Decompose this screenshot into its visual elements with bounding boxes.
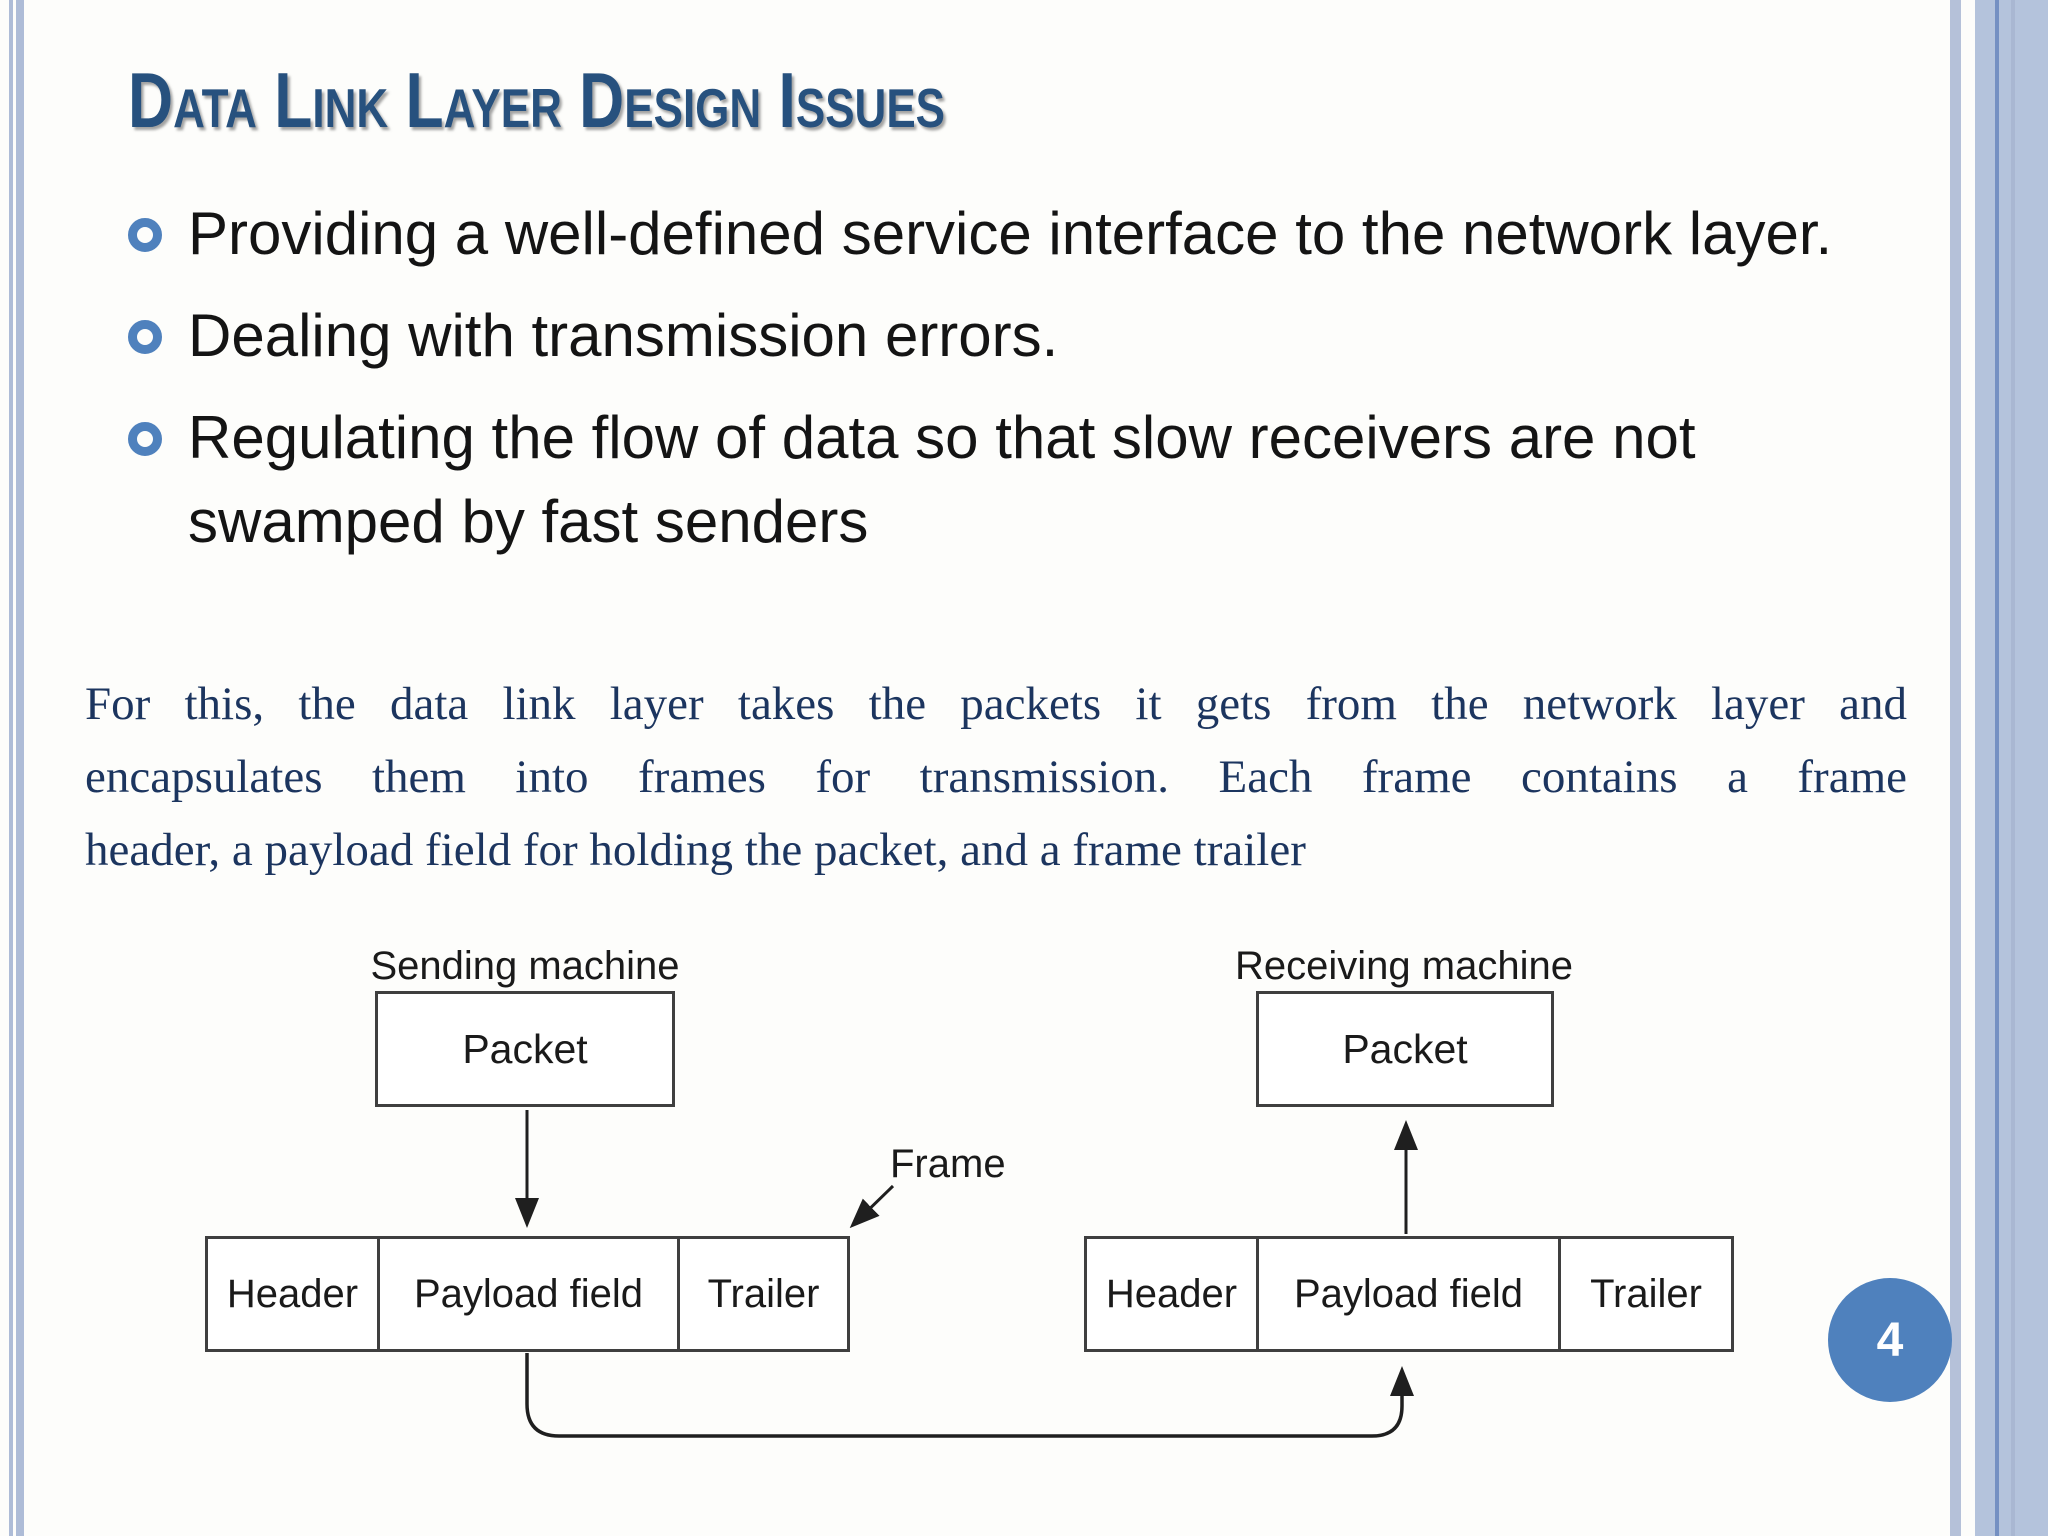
ring-bullet-icon: [128, 218, 162, 252]
ring-bullet-icon: [128, 422, 162, 456]
paragraph-line: header, a payload field for holding the …: [85, 824, 1306, 876]
page-title: Data Link Layer Design Issues: [128, 56, 946, 144]
packet-label: Packet: [1342, 1025, 1468, 1072]
bullet-text: Regulating the flow of data so that slow…: [188, 404, 1696, 555]
bullet-list: Providing a well-defined service interfa…: [128, 192, 1890, 582]
receiving-packet-box: Packet: [1256, 991, 1554, 1107]
right-border-band: [1975, 0, 2048, 1536]
paragraph-line: encapsulates them into frames for transm…: [85, 751, 1907, 803]
page-number: 4: [1876, 1313, 1904, 1367]
body-paragraph: For this, the data link layer takes the …: [85, 668, 1907, 887]
receiving-frame-row: Header Payload field Trailer: [1084, 1236, 1734, 1352]
ring-bullet-icon: [128, 320, 162, 354]
paragraph-line: For this, the data link layer takes the …: [85, 678, 1907, 730]
curved-transfer-arrow: [525, 1353, 1414, 1438]
list-item: Providing a well-defined service interfa…: [128, 192, 1890, 276]
right-border-stripe-thin: [1950, 0, 1961, 1536]
sending-machine-label: Sending machine: [370, 944, 680, 988]
payload-cell: Payload field: [377, 1236, 680, 1352]
right-band-subtle-line: [2011, 0, 2015, 1536]
left-border-stripe-thin: [9, 0, 13, 1536]
payload-label: Payload field: [413, 1271, 644, 1316]
frame-pointer-arrow: [849, 1184, 895, 1229]
header-cell: Header: [1084, 1236, 1259, 1352]
packet-label: Packet: [462, 1025, 588, 1072]
trailer-label: Trailer: [707, 1271, 820, 1316]
frame-label: Frame: [890, 1142, 1006, 1186]
receiving-machine-label: Receiving machine: [1235, 944, 1573, 988]
left-border-stripe-thick: [16, 0, 24, 1536]
payload-cell: Payload field: [1256, 1236, 1561, 1352]
list-item: Regulating the flow of data so that slow…: [128, 396, 1890, 564]
header-label: Header: [1105, 1271, 1238, 1316]
trailer-label: Trailer: [1590, 1271, 1702, 1316]
bullet-text: Providing a well-defined service interfa…: [188, 200, 1833, 267]
right-band-dark-line: [1995, 0, 1999, 1536]
header-cell: Header: [205, 1236, 380, 1352]
page-number-badge: 4: [1828, 1278, 1952, 1402]
trailer-cell: Trailer: [677, 1236, 850, 1352]
sending-frame-row: Header Payload field Trailer: [205, 1236, 850, 1352]
bullet-text: Dealing with transmission errors.: [188, 302, 1059, 369]
trailer-cell: Trailer: [1558, 1236, 1734, 1352]
payload-label: Payload field: [1293, 1271, 1524, 1316]
sending-packet-box: Packet: [375, 991, 675, 1107]
list-item: Dealing with transmission errors.: [128, 294, 1890, 378]
header-label: Header: [226, 1271, 359, 1316]
